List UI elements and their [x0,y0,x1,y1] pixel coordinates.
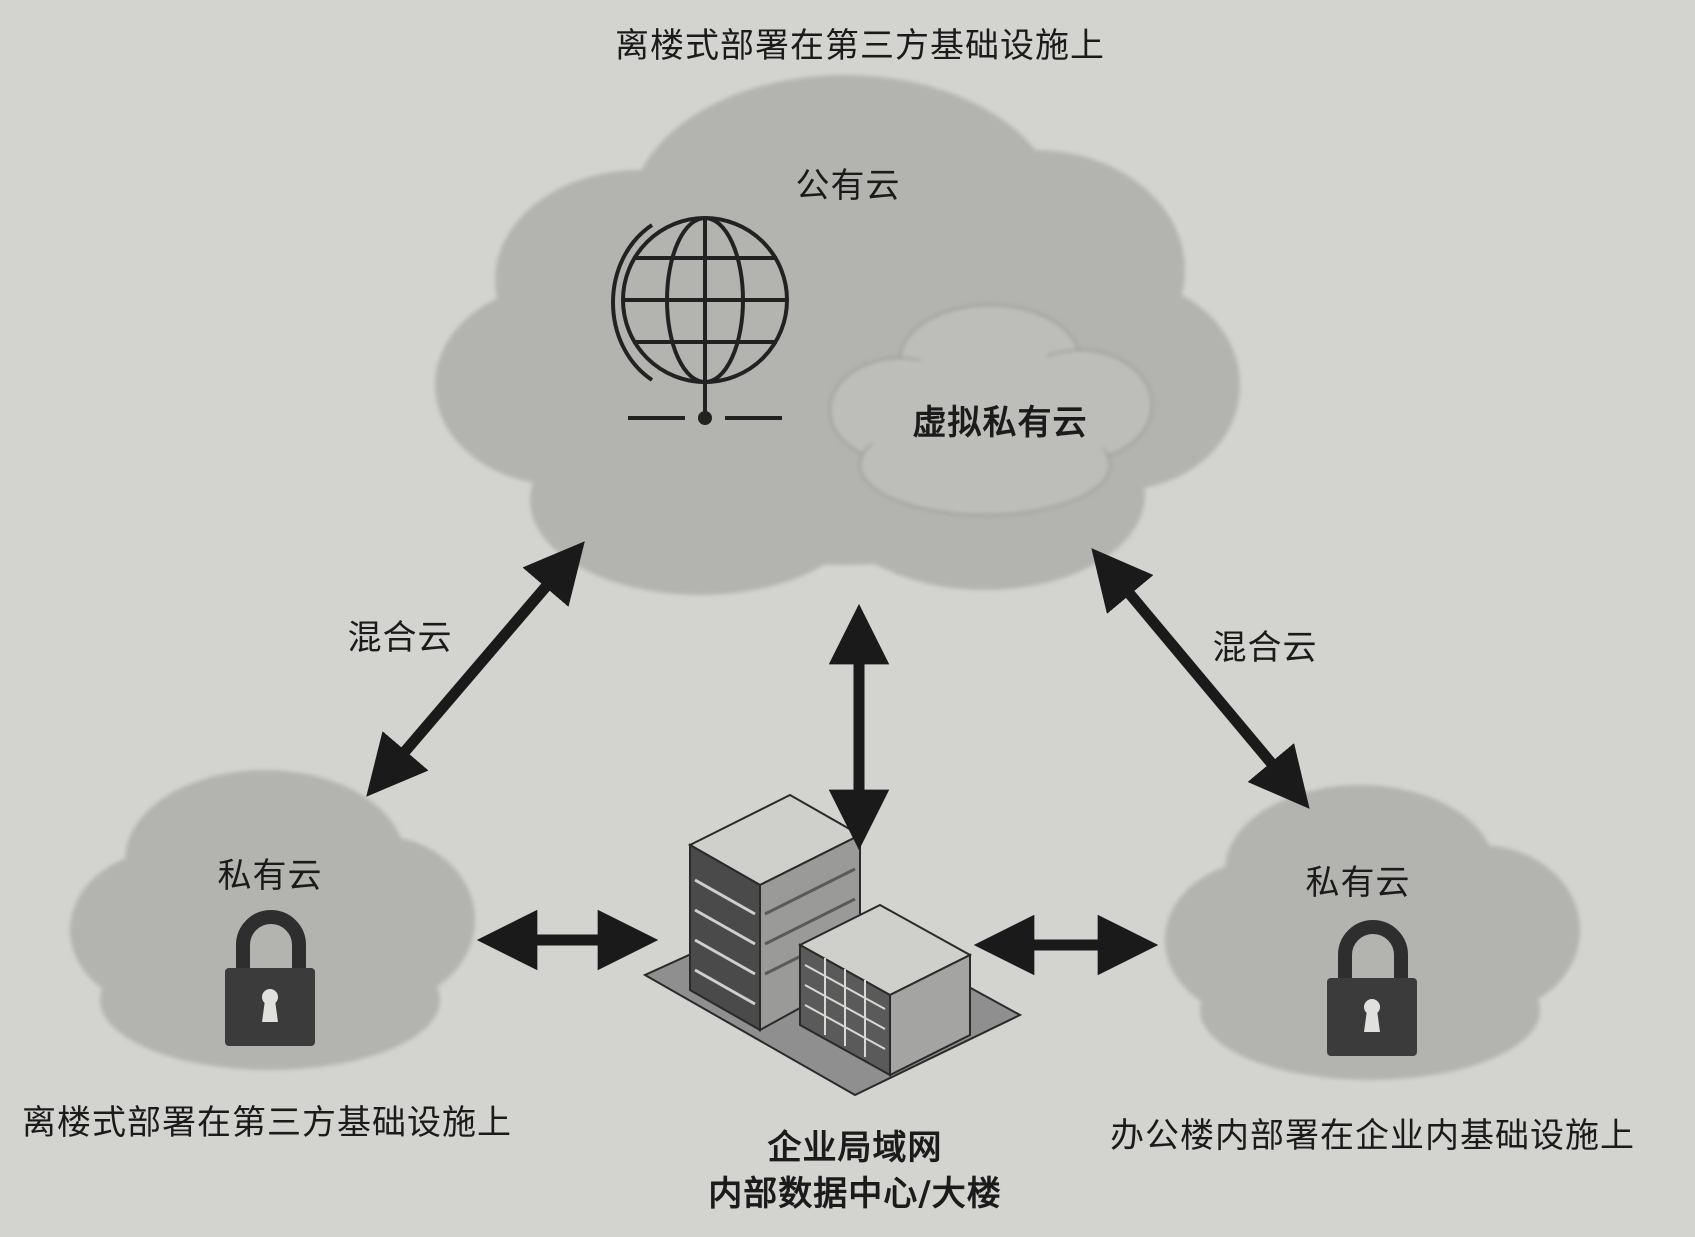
top-caption: 离楼式部署在第三方基础设施上 [615,26,1105,66]
private-cloud-right-label: 私有云 [1305,863,1411,903]
hybrid-cloud-label-right: 混合云 [1212,628,1318,668]
virtual-private-cloud-label: 虚拟私有云 [912,403,1088,443]
virtual-private-cloud [829,304,1153,516]
datacenter-caption-line1: 企业局域网 [767,1128,943,1168]
office-building-icon [642,793,1023,1097]
private-cloud-left-caption: 离楼式部署在第三方基础设施上 [22,1103,512,1143]
public-cloud [435,75,1240,595]
hybrid-arrow-right [1091,548,1310,809]
padlock-icon [225,910,315,1046]
public-cloud-label: 公有云 [795,166,901,206]
private-cloud-right-shape [1165,785,1580,1080]
private-cloud-left-shape [70,770,475,1070]
datacenter-caption: 企业局域网 内部数据中心/大楼 [708,1125,1001,1217]
hybrid-arrow-left [366,541,585,797]
globe-icon [611,216,789,425]
private-cloud-right-caption: 办公楼内部署在企业内基础设施上 [1110,1116,1635,1156]
private-cloud-left-label: 私有云 [217,856,323,896]
hybrid-cloud-label-left: 混合云 [347,618,453,658]
datacenter-caption-line2: 内部数据中心/大楼 [708,1174,1002,1214]
padlock-icon [1327,920,1417,1056]
